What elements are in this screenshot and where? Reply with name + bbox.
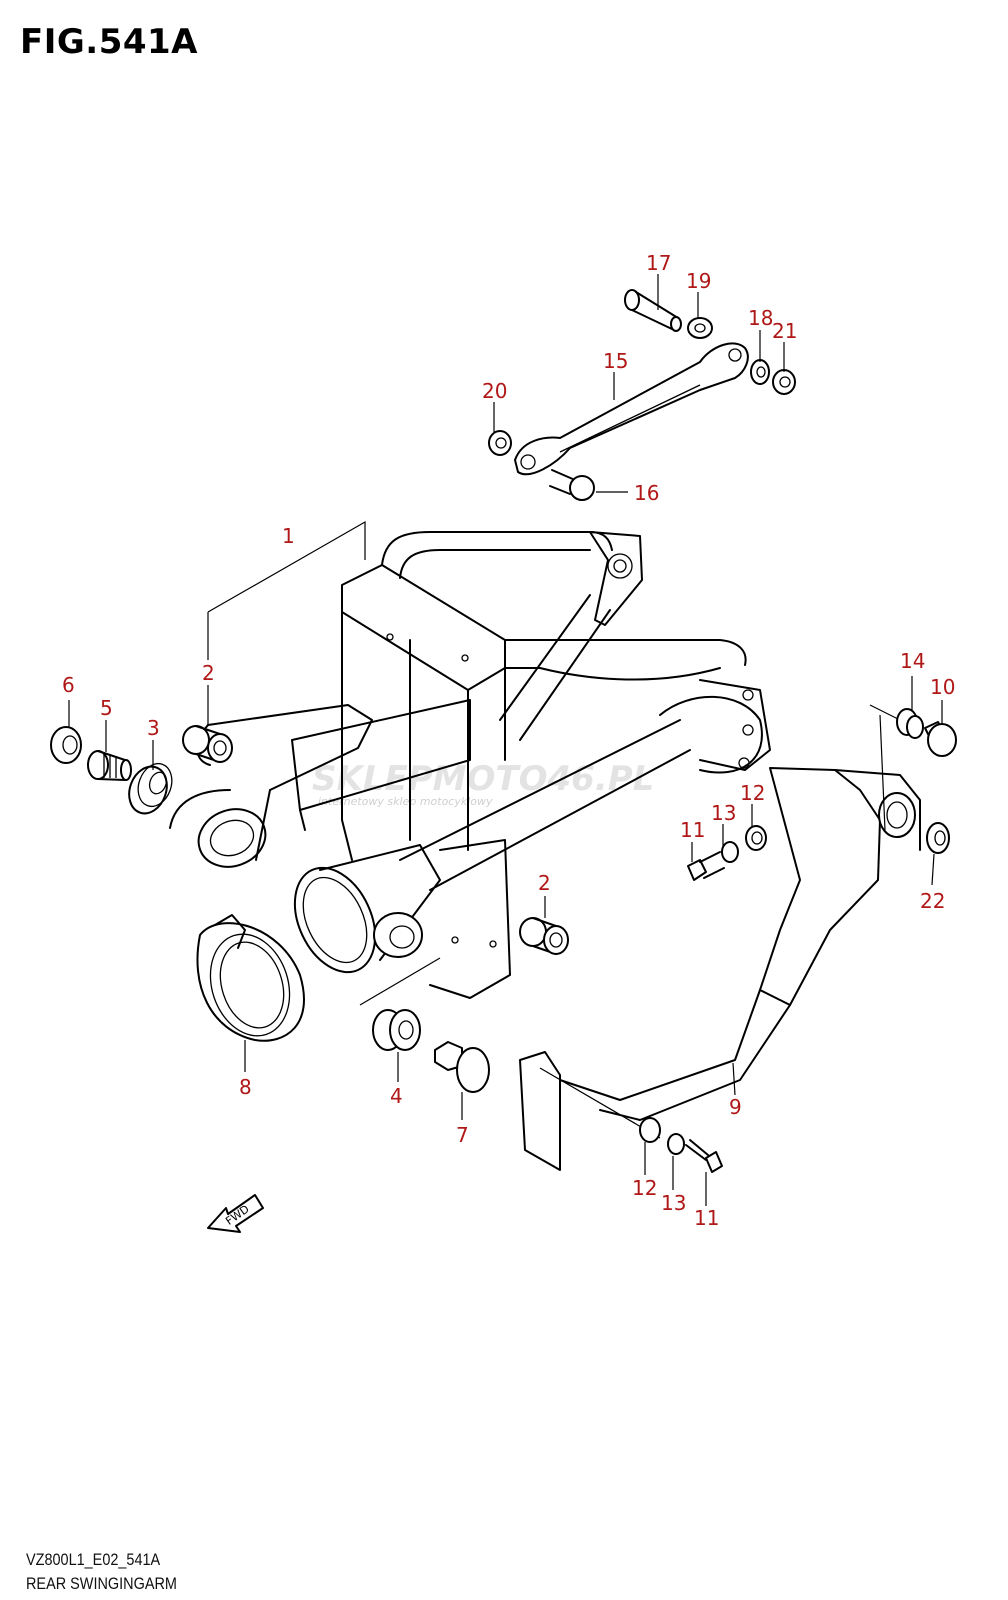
torque-link-part (514, 342, 749, 476)
callout-13-lower: 13 (661, 1191, 686, 1215)
watermark-text: SKLEPMOTO46.PL (312, 759, 654, 799)
figure-title: FIG.541A (20, 22, 198, 62)
bolt-part-16 (549, 469, 595, 501)
plug-bolt-part (434, 1041, 490, 1093)
callout-19: 19 (686, 269, 711, 293)
pivot-bolt-part (87, 750, 132, 781)
callout-8: 8 (239, 1075, 252, 1099)
callout-12-lower: 12 (632, 1176, 657, 1200)
callout-20: 20 (482, 379, 507, 403)
rear-brace-part (519, 704, 921, 1171)
nut-part-right (926, 822, 950, 854)
callout-labels: 1 2 2 3 4 5 6 7 8 9 10 11 11 12 12 13 13… (62, 251, 955, 1230)
bearing-part (128, 762, 173, 815)
callout-12-upper: 12 (740, 781, 765, 805)
pivot-bolt-part-right (924, 721, 957, 757)
collar-part-right (896, 708, 924, 739)
bushing-part-lower (519, 917, 569, 955)
watermark-subtext: internetowy sklep motocyklowy (318, 795, 493, 808)
callout-1: 1 (282, 524, 295, 548)
callout-6: 6 (62, 673, 75, 697)
callout-5: 5 (100, 696, 113, 720)
callout-2-lower: 2 (538, 871, 551, 895)
callout-11-upper: 11 (680, 818, 705, 842)
washer-part-18 (750, 359, 770, 385)
callout-17: 17 (646, 251, 671, 275)
callout-2-upper: 2 (202, 661, 215, 685)
callout-16: 16 (634, 481, 659, 505)
callout-9: 9 (729, 1095, 742, 1119)
model-code: VZ800L1_E02_541A (26, 1550, 161, 1569)
callout-leaders (68, 274, 943, 1206)
nut-part-21 (772, 369, 796, 395)
callout-15: 15 (603, 349, 628, 373)
callout-4: 4 (390, 1084, 403, 1108)
callout-3: 3 (147, 716, 160, 740)
swingarm-frame-part (169, 520, 771, 999)
rubber-boot-part (196, 914, 305, 1042)
washer-part-19 (687, 317, 713, 339)
bearing-part-lower (359, 957, 441, 1051)
callout-13-upper: 13 (711, 801, 736, 825)
callout-11-lower: 11 (694, 1206, 719, 1230)
callout-14: 14 (900, 649, 925, 673)
watermark: SKLEPMOTO46.PL internetowy sklep motocyk… (312, 759, 654, 808)
callout-18: 18 (748, 306, 773, 330)
bushing-part-upper (182, 725, 233, 763)
nut-part-20 (488, 430, 512, 456)
fastener-set-upper (687, 825, 767, 881)
callout-22: 22 (920, 889, 945, 913)
callout-21: 21 (772, 319, 797, 343)
callout-7: 7 (456, 1123, 469, 1147)
section-name: REAR SWINGINGARM (26, 1574, 177, 1593)
bolt-part-17 (624, 289, 682, 332)
fastener-set-lower (639, 1117, 723, 1173)
callout-10: 10 (930, 675, 955, 699)
forward-arrow-icon: FWD (207, 1194, 264, 1233)
locknut-part (50, 726, 82, 764)
